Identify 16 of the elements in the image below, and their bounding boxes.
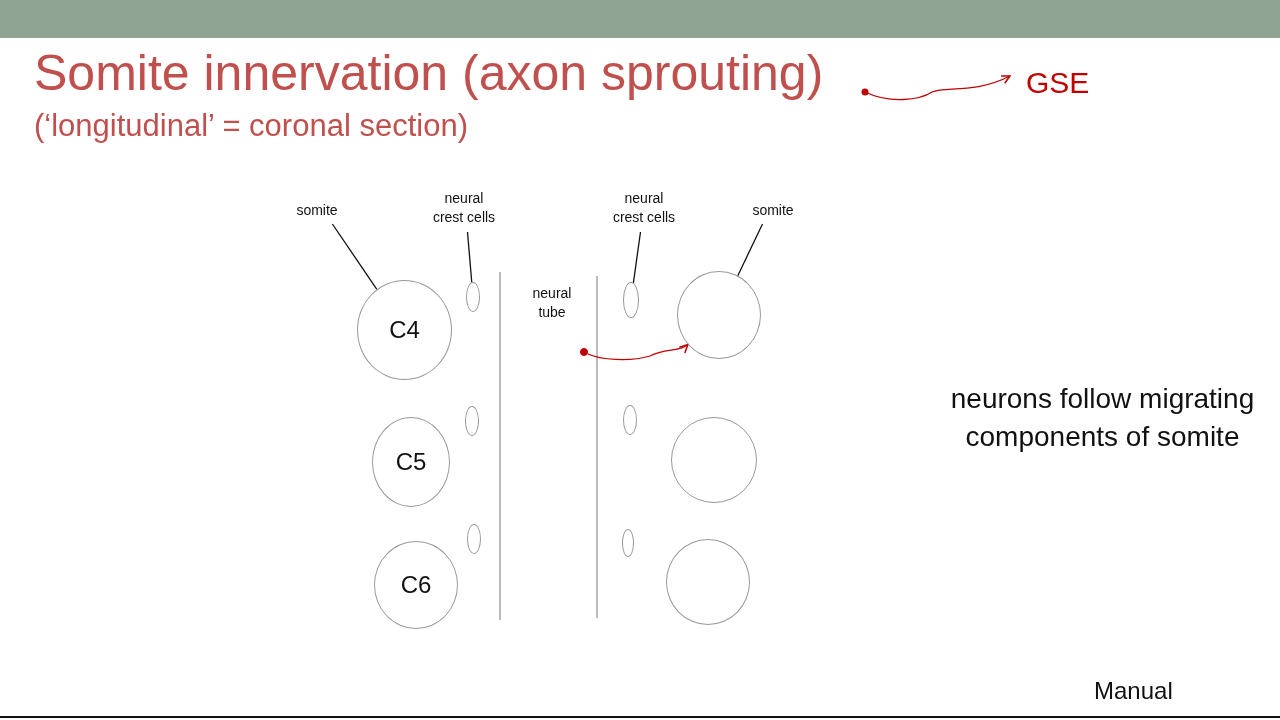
leader-line	[737, 223, 764, 277]
legend-label: GSE	[1026, 66, 1090, 100]
note-text: neurons follow migrating components of somite	[949, 382, 1256, 454]
slide-subtitle: (‘longitudinal’ = coronal section)	[34, 108, 468, 144]
axon-arrow	[586, 343, 689, 361]
slide-title: Somite innervation (axon sprouting)	[34, 44, 824, 102]
footer-text: Manual	[1094, 677, 1173, 705]
leader-line	[331, 223, 378, 290]
callout-label: somite	[282, 201, 352, 220]
neuron-dot	[580, 348, 588, 356]
callout-label: neural tube	[531, 284, 573, 322]
leader-line	[632, 231, 642, 284]
leader-line	[466, 231, 473, 283]
callout-label: neural crest cells	[429, 189, 499, 227]
callout-label: somite	[738, 201, 808, 220]
callout-label: neural crest cells	[609, 189, 679, 227]
